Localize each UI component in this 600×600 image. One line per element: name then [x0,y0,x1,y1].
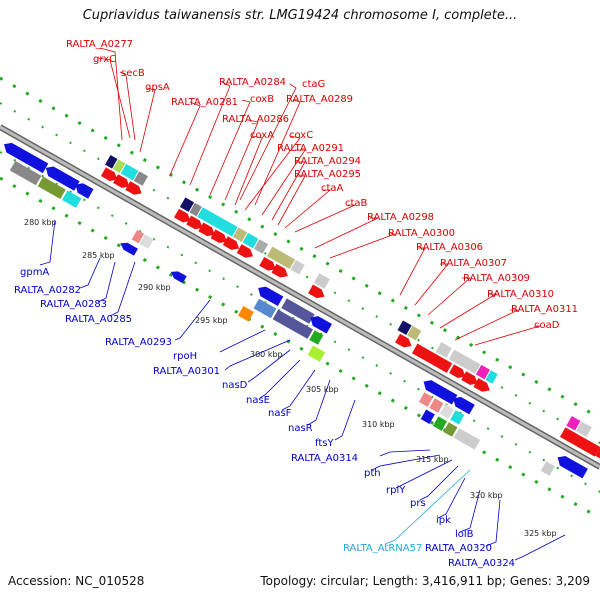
gene-label-forward[interactable]: RALTA_A0300 [388,228,455,239]
gene-label-forward[interactable]: RALTA_A0294 [294,156,361,167]
gene-label-reverse[interactable]: nasD [222,380,248,391]
gene-label-forward[interactable]: coxB [250,94,274,105]
gene-label-reverse[interactable]: nasE [246,395,270,406]
gene-label-forward[interactable]: RALTA_A0289 [286,94,353,105]
gene-label-forward[interactable]: coaD [534,320,560,331]
gene-label-forward[interactable]: RALTA_A0298 [367,212,434,223]
map-title: Cupriavidus taiwanensis str. LMG19424 ch… [82,8,518,23]
tick-label: 320 kbp [470,491,503,500]
accession-text: Accession: NC_010528 [8,574,145,588]
forward-strand-features [100,155,600,461]
gene-label-reverse[interactable]: ipk [436,515,451,526]
forward-leader-lines [97,47,541,346]
gene-label-forward[interactable]: ctaB [345,198,368,209]
gene-label-forward[interactable]: RALTA_A0311 [511,304,578,315]
reverse-leader-lines [39,219,566,561]
gene-label-rna[interactable]: RALTA_AtRNA57 [343,543,422,554]
gene-label-reverse[interactable]: RALTA_A0293 [105,337,172,348]
gene-label-forward[interactable]: RALTA_A0277 [66,39,133,50]
gene-label-reverse[interactable]: rpoH [173,351,197,362]
gene-label-reverse[interactable]: rplY [386,485,406,496]
gene-label-forward[interactable]: grxC [93,54,116,65]
gene-label-reverse[interactable]: prs [410,498,426,509]
gene-label-reverse[interactable]: ftsY [315,438,334,449]
gene-label-forward[interactable]: gpsA [145,82,170,93]
gene-label-reverse[interactable]: RALTA_A0314 [291,453,358,464]
gene-label-reverse[interactable]: nasR [288,423,313,434]
gene-label-forward[interactable]: RALTA_A0306 [416,242,483,253]
reverse-strand-features [4,142,588,479]
gene-label-forward[interactable]: RALTA_A0291 [277,143,344,154]
tick-label: 285 kbp [82,251,115,260]
gene-label-forward[interactable]: RALTA_A0295 [294,169,361,180]
tick-label: 315 kbp [416,455,449,464]
gene-label-reverse[interactable]: RALTA_A0301 [153,366,220,377]
gene-label-reverse[interactable]: pth [364,468,381,479]
gene-label-reverse[interactable]: gpmA [20,267,49,278]
tick-label: 325 kbp [524,529,557,538]
gene-label-forward[interactable]: coxC [289,130,313,141]
tick-label: 310 kbp [362,420,395,429]
gene-label-forward[interactable]: RALTA_A0309 [463,273,530,284]
gene-label-forward[interactable]: ctaA [321,183,344,194]
rna-gene-labels: RALTA_AtRNA57 [343,543,422,554]
tick-label: 305 kbp [306,385,339,394]
gene-label-reverse[interactable]: RALTA_A0283 [40,299,107,310]
gene-label-forward[interactable]: ctaG [302,79,325,90]
tick-label: 300 kbp [250,350,283,359]
gene-label-reverse[interactable]: lolB [455,529,474,540]
gene-label-forward[interactable]: RALTA_A0284 [219,77,286,88]
gene-label-forward[interactable]: RALTA_A0307 [440,258,507,269]
gene-label-reverse[interactable]: nasF [268,408,292,419]
tick-label: 295 kbp [195,316,228,325]
gene-label-reverse[interactable]: RALTA_A0324 [448,558,515,569]
gene-label-reverse[interactable]: RALTA_A0320 [425,543,492,554]
gene-label-forward[interactable]: secB [121,68,145,79]
tick-label: 290 kbp [138,283,171,292]
gene-label-forward[interactable]: coxA [250,130,274,141]
position-ticks: 280 kbp 285 kbp 290 kbp 295 kbp 300 kbp … [24,218,557,538]
rna-leader-line [384,469,471,545]
forward-gene-labels: RALTA_A0277 grxC secB gpsA RALTA_A0281 R… [66,39,578,331]
genome-summary-text: Topology: circular; Length: 3,416,911 bp… [260,574,590,588]
gene-label-forward[interactable]: RALTA_A0281 [171,97,238,108]
gene-label-reverse[interactable]: RALTA_A0282 [14,285,81,296]
tick-label: 280 kbp [24,218,57,227]
gene-label-forward[interactable]: RALTA_A0310 [487,289,554,300]
gene-label-forward[interactable]: RALTA_A0286 [222,114,289,125]
gene-label-reverse[interactable]: RALTA_A0285 [65,314,132,325]
reverse-gene-labels: gpmA RALTA_A0282 RALTA_A0283 RALTA_A0285… [14,267,515,569]
chromosome-backbone [0,124,600,470]
